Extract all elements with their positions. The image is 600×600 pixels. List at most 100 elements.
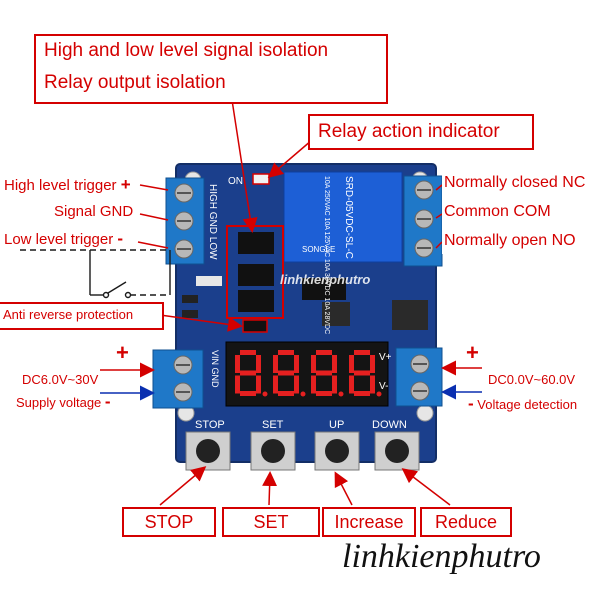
display-segment xyxy=(370,355,375,373)
power-led xyxy=(252,173,270,185)
display-digit xyxy=(349,350,382,397)
display-segment xyxy=(278,370,294,376)
up-leader xyxy=(334,471,353,506)
anti-reverse-leader xyxy=(159,314,243,332)
low-trigger-text: Low level trigger xyxy=(4,231,114,248)
display-segment xyxy=(316,370,332,376)
com-leader xyxy=(435,213,443,219)
display-digit xyxy=(311,350,344,397)
display-segment xyxy=(273,375,278,394)
com-label: Common COM xyxy=(444,203,551,220)
chip-resistor xyxy=(182,295,198,303)
display-decimal-point xyxy=(338,391,344,397)
increase-button[interactable]: Increase xyxy=(322,507,416,537)
display-segment xyxy=(294,355,299,373)
supply-minus-sign: - xyxy=(104,392,111,411)
silk-input-header: HIGH GND LOW xyxy=(207,184,218,260)
display-segment xyxy=(354,370,370,376)
display-segment xyxy=(316,391,332,396)
display-decimal-point xyxy=(300,391,306,397)
nc-leader xyxy=(435,184,443,191)
display-segment xyxy=(240,370,256,376)
display-segment xyxy=(354,350,370,355)
silk-stop: STOP xyxy=(195,419,225,431)
high-trigger-text: High level trigger xyxy=(4,177,117,194)
display-segment xyxy=(235,375,240,394)
down-switch[interactable] xyxy=(374,431,420,471)
detect-minus-sign: - xyxy=(468,394,474,413)
silk-power-header: VIN GND xyxy=(210,350,220,388)
set-button[interactable]: SET xyxy=(222,507,320,537)
stop-leader xyxy=(159,466,207,506)
detect-range-label: DC0.0V~60.0V xyxy=(488,372,576,387)
signal-gnd-label: Signal GND xyxy=(54,203,134,220)
display-segment xyxy=(273,355,278,373)
trigger-switch-wiring xyxy=(20,249,171,299)
display-segment xyxy=(235,355,240,373)
supply-voltage-text: Supply voltage xyxy=(16,395,102,410)
isolation-line-relay: Relay output isolation xyxy=(44,72,226,93)
anti-reverse-text: Anti reverse protection xyxy=(3,307,134,322)
stop-button[interactable]: STOP xyxy=(122,507,216,537)
isolation-line-signal: High and low level signal isolation xyxy=(44,40,329,61)
relay-indicator-text: Relay action indicator xyxy=(318,121,500,142)
high-trigger-label: High level trigger + xyxy=(4,175,131,195)
detection-terminal-block xyxy=(395,347,443,407)
display-digit xyxy=(235,350,268,397)
relay-indicator-callout: Relay action indicator xyxy=(308,114,534,150)
silk-down: DOWN xyxy=(372,419,407,431)
regulator xyxy=(322,302,350,326)
no-label: Normally open NO xyxy=(444,232,576,249)
down-leader xyxy=(401,468,451,506)
supply-plus-sign: + xyxy=(116,340,129,365)
high-trigger-leader xyxy=(139,184,169,191)
anti-reverse-callout: Anti reverse protection xyxy=(0,302,164,330)
low-trigger-label: Low level trigger - xyxy=(4,229,123,249)
chip-resistor xyxy=(182,310,198,318)
up-switch[interactable] xyxy=(314,431,360,471)
display-segment xyxy=(278,350,294,355)
display-segment xyxy=(354,391,370,396)
voltage-detection-label: - Voltage detection xyxy=(468,394,577,414)
stop-switch[interactable] xyxy=(185,431,231,471)
voltage-detection-text: Voltage detection xyxy=(477,397,578,412)
silk-on: ON xyxy=(228,176,243,187)
gnd-leader xyxy=(139,213,169,221)
display-segment xyxy=(240,350,256,355)
indicator-leader-line xyxy=(267,139,313,178)
relay xyxy=(283,171,403,263)
silk-set: SET xyxy=(262,419,284,431)
display-segment xyxy=(278,391,294,396)
display-segment xyxy=(316,350,332,355)
set-switch[interactable] xyxy=(250,431,296,471)
pin-header xyxy=(196,276,222,286)
protection-diode xyxy=(242,319,268,333)
silk-vplus: V+ xyxy=(379,352,392,363)
footer-watermark: linhkienphutro xyxy=(342,538,541,575)
reduce-button[interactable]: Reduce xyxy=(420,507,512,537)
display-decimal-point xyxy=(262,391,268,397)
plus-sign: + xyxy=(120,175,131,194)
display-segment xyxy=(370,375,375,394)
display-decimal-point xyxy=(376,391,382,397)
power-terminal-block xyxy=(152,349,204,409)
supply-range-label: DC6.0V~30V xyxy=(22,372,99,387)
ic-chip xyxy=(302,278,346,300)
silk-vminus: V- xyxy=(379,381,388,392)
display-segment xyxy=(349,375,354,394)
display-digit xyxy=(273,350,306,397)
display-segment xyxy=(240,391,256,396)
relay-contacts-callout: Normally closed NC Common COM Normally o… xyxy=(442,172,594,254)
supply-voltage-label: Supply voltage - xyxy=(16,392,111,412)
low-trigger-leader xyxy=(137,241,169,249)
no-leader xyxy=(435,241,443,249)
isolation-callout: High and low level signal isolation Rela… xyxy=(34,34,388,104)
regulator xyxy=(392,300,428,330)
nc-label: Normally closed NC xyxy=(444,174,586,191)
display-segment xyxy=(332,375,337,394)
display-segment xyxy=(311,355,316,373)
relay-terminal-block xyxy=(403,175,443,267)
relay-model: SRD-05VDC-SL-C xyxy=(343,176,354,259)
board-watermark: linhkienphutro xyxy=(280,272,370,287)
